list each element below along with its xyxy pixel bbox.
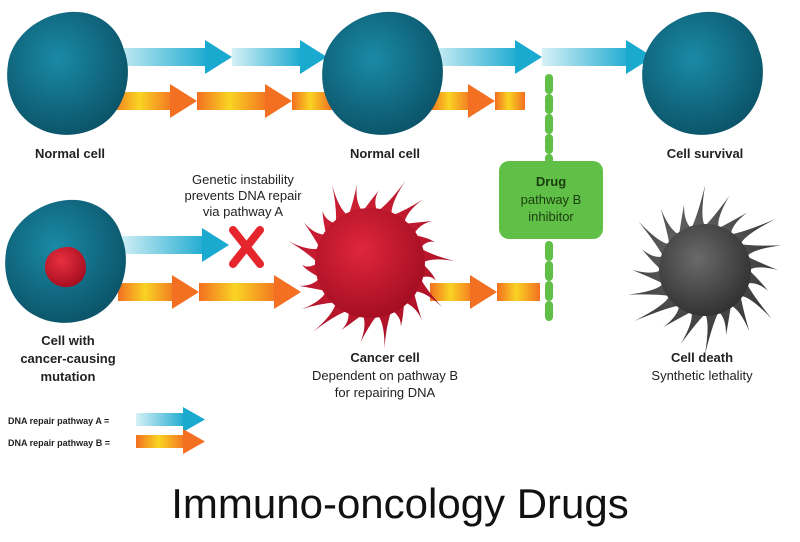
- svg-text:Synthetic lethality: Synthetic lethality: [651, 368, 753, 383]
- cancer-cell-label: Cancer cell Dependent on pathway B for r…: [312, 350, 458, 400]
- drug-sub-1: pathway B: [521, 192, 582, 207]
- cancer-cell: [288, 180, 455, 349]
- legend: DNA repair pathway A = DNA repair pathwa…: [8, 407, 205, 454]
- normal-cell-survival: [642, 11, 763, 135]
- mutation-cell: [5, 199, 126, 323]
- drug-title: Drug: [536, 174, 566, 189]
- cell-survival-label: Cell survival: [667, 146, 744, 161]
- legend-pathway-b-label: DNA repair pathway B =: [8, 438, 110, 448]
- svg-text:cancer-causing: cancer-causing: [20, 351, 115, 366]
- svg-text:Cell death: Cell death: [671, 350, 733, 365]
- svg-text:via pathway A: via pathway A: [203, 204, 284, 219]
- svg-text:for repairing DNA: for repairing DNA: [335, 385, 436, 400]
- bottom-pathway-b-arrows: [118, 275, 540, 309]
- drug-sub-2: inhibitor: [528, 209, 574, 224]
- drug-box: Drug pathway B inhibitor: [499, 161, 603, 239]
- svg-text:Cancer cell: Cancer cell: [350, 350, 419, 365]
- svg-text:Cell with: Cell with: [41, 333, 95, 348]
- svg-text:prevents DNA repair: prevents DNA repair: [184, 188, 302, 203]
- legend-pathway-a-arrow: [136, 407, 205, 432]
- bottom-pathway-a-arrow: [118, 228, 229, 262]
- mutation-nucleus: [44, 246, 86, 288]
- top-pathway-b-arrows: [110, 84, 525, 118]
- caption: Immuno-oncology Drugs: [171, 480, 629, 527]
- dead-cell: [628, 185, 782, 355]
- normal-cell-2-label: Normal cell: [350, 146, 420, 161]
- top-pathway-a-arrows: [110, 40, 653, 74]
- legend-pathway-a-label: DNA repair pathway A =: [8, 416, 109, 426]
- svg-text:Genetic instability: Genetic instability: [192, 172, 294, 187]
- cell-death-label: Cell death Synthetic lethality: [651, 350, 753, 383]
- svg-text:mutation: mutation: [41, 369, 96, 384]
- mutation-cell-label: Cell with cancer-causing mutation: [20, 333, 115, 384]
- svg-text:Dependent on pathway B: Dependent on pathway B: [312, 368, 458, 383]
- normal-cell-1: [7, 11, 128, 135]
- normal-cell-2: [322, 11, 443, 135]
- legend-pathway-b-arrow: [136, 429, 205, 454]
- normal-cell-1-label: Normal cell: [35, 146, 105, 161]
- block-x-icon: [229, 226, 264, 268]
- genetic-instability-note: Genetic instability prevents DNA repair …: [184, 172, 302, 219]
